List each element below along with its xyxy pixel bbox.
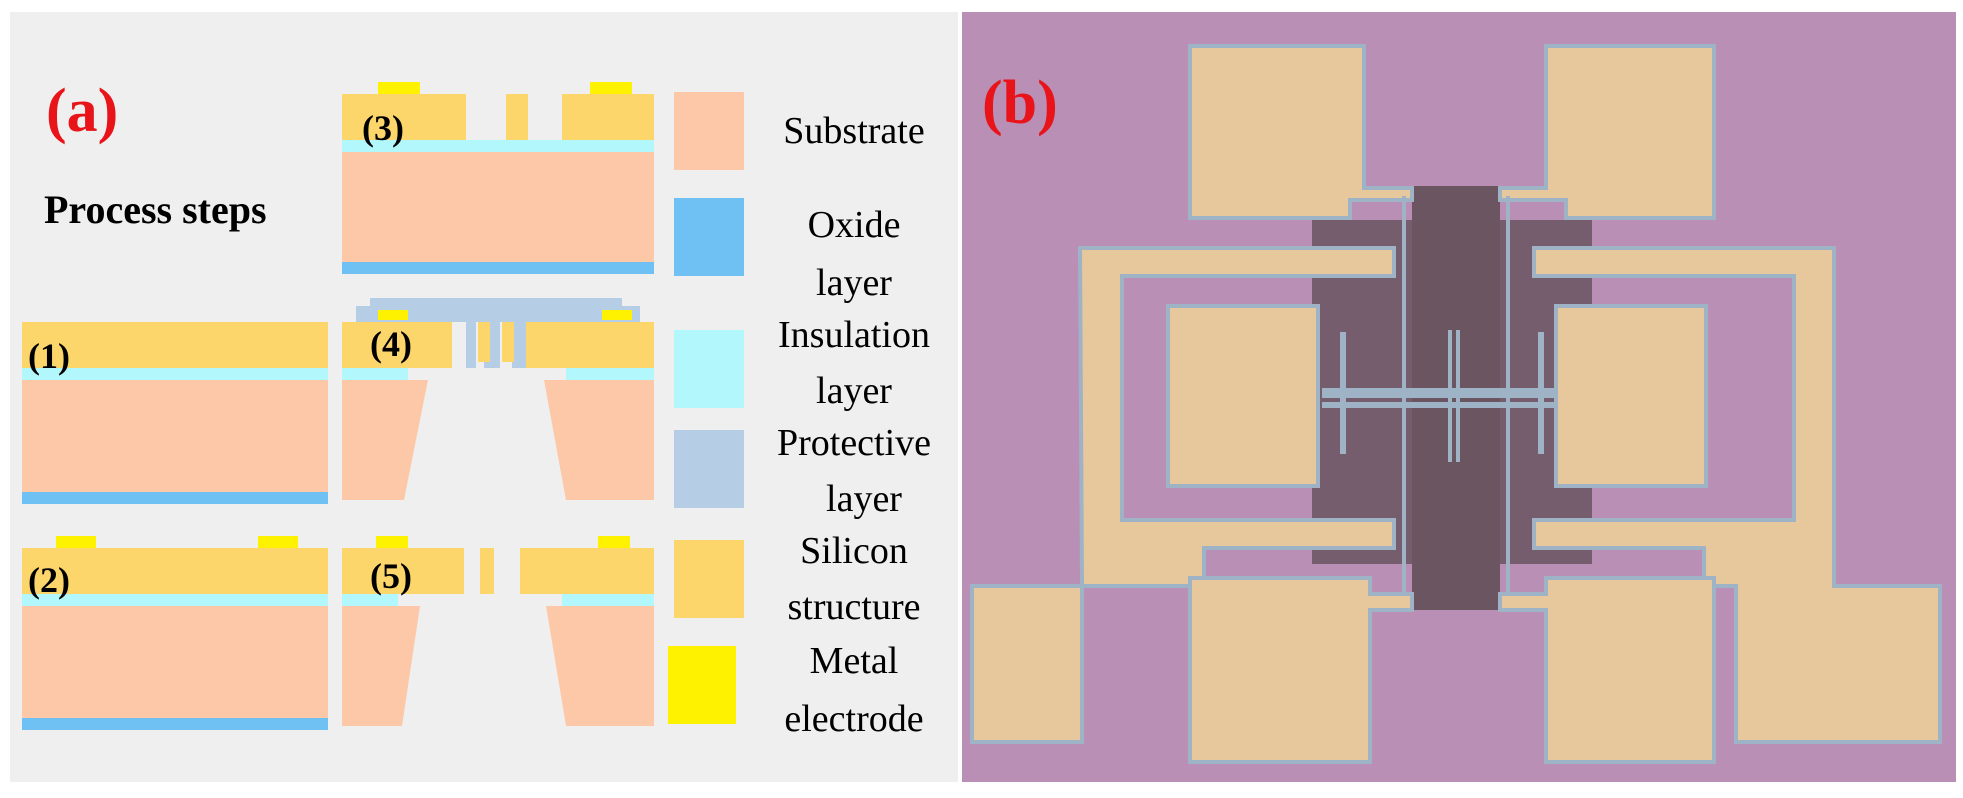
legend-swatch-metal	[668, 646, 736, 724]
step-1-label: (1)	[28, 336, 70, 376]
legend-label-insulation-line2: layer	[816, 370, 892, 412]
step-4-insulation-left	[342, 368, 408, 380]
step-1-insulation-layer	[22, 368, 328, 380]
step-3-label: (3)	[362, 108, 404, 148]
panel-a-label: (a)	[46, 77, 119, 145]
legend-swatch-oxide	[674, 198, 744, 276]
step-5-insulation-right	[562, 594, 654, 606]
step-4-metal-electrode-left	[378, 310, 408, 320]
step-4-silicon-beam-1	[478, 322, 490, 362]
legend-label-oxide-line2: layer	[816, 262, 892, 304]
step-5-cross-section	[342, 536, 654, 726]
step-2-oxide-layer	[22, 718, 328, 730]
step-4-substrate-left	[342, 380, 428, 500]
frame-left	[970, 246, 1396, 744]
legend-swatch-silicon	[674, 540, 744, 618]
comb-right	[1538, 332, 1544, 454]
suspended-beam	[1322, 388, 1554, 398]
center-beam-1	[1448, 330, 1452, 462]
step-5-silicon-left	[342, 548, 464, 594]
step-5-silicon-beam	[480, 548, 494, 594]
trench-rail-right	[1506, 196, 1510, 596]
step-4-silicon-beam-2	[502, 322, 514, 362]
step-4-cross-section	[342, 298, 654, 500]
legend-swatch-protective	[674, 430, 744, 508]
step-2-label: (2)	[28, 560, 70, 600]
step-2-insulation-layer	[22, 594, 328, 606]
legend-label-silicon-line1: Silicon	[800, 530, 908, 572]
pad-bottom-right	[1498, 576, 1716, 764]
step-3-insulation-layer	[342, 140, 654, 152]
step-3-cross-section	[342, 82, 654, 274]
step-5-substrate-left	[342, 606, 420, 726]
step-2-cross-section	[22, 536, 328, 730]
step-4-label: (4)	[370, 324, 412, 364]
legend-label-insulation-line1: Insulation	[778, 314, 930, 356]
step-4-insulation-right	[566, 368, 654, 380]
legend-label-protective-line2: layer	[826, 478, 902, 520]
step-4-silicon-left	[342, 322, 452, 368]
process-steps-heading: Process steps	[44, 187, 267, 232]
panel-b-label: (b)	[982, 69, 1058, 137]
pad-bottom-left	[1188, 576, 1414, 764]
step-4-silicon-right	[526, 322, 654, 368]
legend-label-oxide-line1: Oxide	[807, 204, 901, 246]
pad-inner-left	[1166, 304, 1320, 488]
legend-label-substrate: Substrate	[783, 110, 925, 152]
step-3-silicon-beam	[506, 94, 528, 140]
suspended-beam-lower	[1322, 402, 1554, 408]
step-3-metal-electrode-left	[378, 82, 420, 94]
step-3-silicon-right	[562, 94, 654, 140]
step-4-substrate-right	[544, 380, 654, 500]
step-3-silicon-left	[342, 94, 466, 140]
step-3-oxide-layer	[342, 262, 654, 274]
legend-swatch-substrate	[674, 92, 744, 170]
legend-swatch-insulation	[674, 330, 744, 408]
step-4-metal-electrode-right	[602, 310, 632, 320]
legend-label-protective-line1: Protective	[776, 422, 932, 464]
step-1-cross-section	[22, 322, 328, 504]
step-1-substrate	[22, 380, 328, 492]
step-2-metal-electrode-right	[258, 536, 298, 548]
legend-label-metal-line2: electrode	[784, 698, 924, 740]
step-5-metal-electrode-left	[376, 536, 408, 548]
comb-left	[1340, 332, 1346, 454]
step-5-label: (5)	[370, 556, 412, 596]
pad-top-right	[1498, 44, 1716, 220]
step-4-protective-layer	[356, 298, 640, 368]
step-1-oxide-layer	[22, 492, 328, 504]
center-beam-2	[1456, 330, 1460, 462]
step-5-silicon-right	[520, 548, 654, 594]
step-5-metal-electrode-right	[598, 536, 630, 548]
step-5-insulation-left	[342, 594, 398, 606]
step-2-substrate	[22, 606, 328, 718]
step-3-substrate	[342, 152, 654, 262]
trench-rail-left	[1402, 196, 1406, 596]
pad-top-left	[1188, 44, 1414, 220]
step-5-substrate-right	[546, 606, 654, 726]
legend-label-metal-line1: Metal	[809, 640, 899, 682]
step-2-metal-electrode-left	[56, 536, 96, 548]
step-3-metal-electrode-right	[590, 82, 632, 94]
step-1-silicon-layer	[22, 322, 328, 368]
legend-swatches	[668, 92, 744, 724]
panel-b-micrograph	[962, 12, 1956, 782]
pad-inner-right	[1554, 304, 1708, 488]
legend-label-silicon-line2: structure	[787, 586, 921, 628]
step-2-silicon-layer	[22, 548, 328, 594]
